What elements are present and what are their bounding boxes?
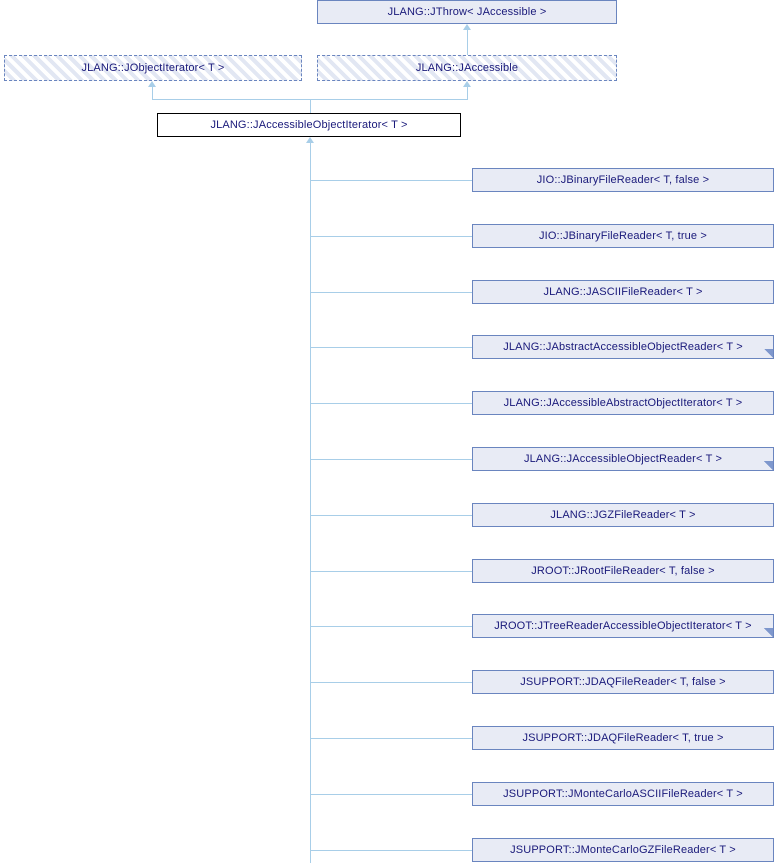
- edge-branch: [310, 459, 472, 460]
- node-derived-5[interactable]: JLANG::JAccessibleObjectReader< T >: [472, 447, 774, 471]
- edge-branch: [310, 236, 472, 237]
- arrowhead-jobjectiterator: [148, 81, 156, 87]
- edge-bracket-drop: [310, 99, 311, 113]
- node-label: JLANG::JObjectIterator< T >: [81, 61, 225, 74]
- arrowhead-jaccessible-down: [463, 81, 471, 87]
- node-derived-0[interactable]: JIO::JBinaryFileReader< T, false >: [472, 168, 774, 192]
- truncated-corner-icon: [764, 349, 773, 358]
- edge-branch: [310, 180, 472, 181]
- edge-stub-right: [467, 87, 468, 99]
- edge-branch: [310, 571, 472, 572]
- node-derived-2[interactable]: JLANG::JASCIIFileReader< T >: [472, 280, 774, 304]
- node-derived-4[interactable]: JLANG::JAccessibleAbstractObjectIterator…: [472, 391, 774, 415]
- node-label: JSUPPORT::JDAQFileReader< T, false >: [520, 675, 726, 688]
- edge-stub-left: [152, 87, 153, 99]
- node-derived-7[interactable]: JROOT::JRootFileReader< T, false >: [472, 559, 774, 583]
- node-label: JSUPPORT::JMonteCarloGZFileReader< T >: [510, 843, 736, 856]
- edge-branch: [310, 403, 472, 404]
- node-derived-8[interactable]: JROOT::JTreeReaderAccessibleObjectIterat…: [472, 614, 774, 638]
- node-label: JIO::JBinaryFileReader< T, true >: [539, 229, 707, 242]
- node-derived-1[interactable]: JIO::JBinaryFileReader< T, true >: [472, 224, 774, 248]
- arrowhead-current: [306, 137, 314, 143]
- edge-branch: [310, 682, 472, 683]
- edge-trunk: [310, 143, 311, 863]
- node-label: JROOT::JTreeReaderAccessibleObjectIterat…: [494, 619, 752, 632]
- node-jobjectiterator[interactable]: JLANG::JObjectIterator< T >: [4, 55, 302, 81]
- node-label: JROOT::JRootFileReader< T, false >: [531, 564, 715, 577]
- edge-branch: [310, 347, 472, 348]
- node-label: JLANG::JAccessible: [415, 61, 519, 74]
- node-label: JSUPPORT::JMonteCarloASCIIFileReader< T …: [503, 787, 743, 800]
- node-derived-3[interactable]: JLANG::JAbstractAccessibleObjectReader< …: [472, 335, 774, 359]
- node-derived-11[interactable]: JSUPPORT::JMonteCarloASCIIFileReader< T …: [472, 782, 774, 806]
- truncated-corner-icon: [764, 461, 773, 470]
- node-label: JIO::JBinaryFileReader< T, false >: [536, 173, 710, 186]
- node-derived-12[interactable]: JSUPPORT::JMonteCarloGZFileReader< T >: [472, 838, 774, 862]
- node-jaccessible[interactable]: JLANG::JAccessible: [317, 55, 617, 81]
- truncated-corner-icon: [764, 628, 773, 637]
- edge-branch: [310, 292, 472, 293]
- node-jthrow[interactable]: JLANG::JThrow< JAccessible >: [317, 0, 617, 24]
- node-label: JLANG::JAccessibleObjectReader< T >: [523, 452, 723, 465]
- node-label: JLANG::JAbstractAccessibleObjectReader< …: [503, 340, 743, 353]
- node-label: JSUPPORT::JDAQFileReader< T, true >: [522, 731, 724, 744]
- node-label: JLANG::JASCIIFileReader< T >: [543, 285, 703, 298]
- edge-branch: [310, 850, 472, 851]
- edge-branch: [310, 515, 472, 516]
- edge-jaccessible-to-jthrow: [467, 30, 468, 55]
- arrowhead-jthrow: [463, 24, 471, 30]
- node-label: JLANG::JAccessibleAbstractObjectIterator…: [503, 396, 743, 409]
- node-label: JLANG::JThrow< JAccessible >: [387, 5, 547, 18]
- node-jaccessibleobjectiterator[interactable]: JLANG::JAccessibleObjectIterator< T >: [157, 113, 461, 137]
- node-derived-6[interactable]: JLANG::JGZFileReader< T >: [472, 503, 774, 527]
- node-label: JLANG::JGZFileReader< T >: [550, 508, 696, 521]
- edge-branch: [310, 794, 472, 795]
- edge-branch: [310, 738, 472, 739]
- node-label: JLANG::JAccessibleObjectIterator< T >: [210, 118, 408, 131]
- node-derived-9[interactable]: JSUPPORT::JDAQFileReader< T, false >: [472, 670, 774, 694]
- node-derived-10[interactable]: JSUPPORT::JDAQFileReader< T, true >: [472, 726, 774, 750]
- edge-branch: [310, 626, 472, 627]
